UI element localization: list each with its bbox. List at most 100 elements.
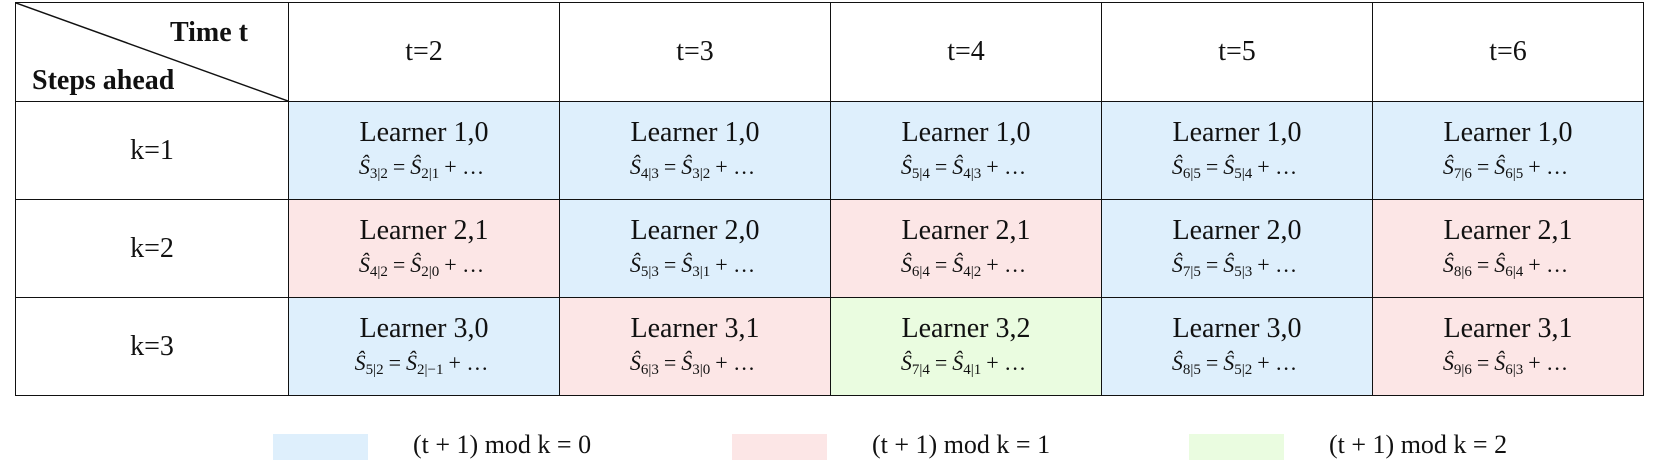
rhs-subscript: 2|0 xyxy=(421,264,440,280)
equals-sign: = xyxy=(934,154,948,179)
estimate-symbol: Ŝ xyxy=(952,154,964,179)
learner-label: Learner 1,0 xyxy=(901,117,1031,148)
legend-label: (t + 1) mod k = 1 xyxy=(872,430,1051,459)
estimate-symbol: Ŝ xyxy=(410,252,422,277)
estimate-symbol: Ŝ xyxy=(410,154,422,179)
legend-label: (t + 1) mod k = 2 xyxy=(1329,430,1508,459)
estimate-symbol: Ŝ xyxy=(1223,252,1235,277)
corner-header: Time t Steps ahead xyxy=(15,2,289,102)
recursion-formula: Ŝ7|4=Ŝ4|1+ … xyxy=(831,350,1101,379)
estimate-symbol: Ŝ xyxy=(1171,350,1183,375)
estimate-symbol: Ŝ xyxy=(681,350,693,375)
recursion-formula: Ŝ6|3=Ŝ3|0+ … xyxy=(560,350,830,379)
estimate-symbol: Ŝ xyxy=(952,252,964,277)
estimate-symbol: Ŝ xyxy=(1171,252,1183,277)
learner-label: Learner 2,0 xyxy=(1172,215,1302,246)
learner-schedule-table: Time t Steps ahead t=2 t=3 t=4 t=5 t=6 k… xyxy=(15,2,1644,396)
estimate-symbol: Ŝ xyxy=(952,350,964,375)
formula-tail: + … xyxy=(1257,350,1298,375)
rhs-subscript: 3|2 xyxy=(692,166,711,182)
lhs-subscript: 5|4 xyxy=(911,166,930,182)
rhs-subscript: 6|4 xyxy=(1505,264,1524,280)
column-header: t=5 xyxy=(1101,2,1373,102)
formula-tail: + … xyxy=(1257,154,1298,179)
estimate-symbol: Ŝ xyxy=(681,252,693,277)
learner-label: Learner 1,0 xyxy=(359,117,489,148)
estimate-symbol: Ŝ xyxy=(1223,154,1235,179)
formula-tail: + … xyxy=(986,154,1027,179)
formula-tail: + … xyxy=(715,252,756,277)
formula-tail: + … xyxy=(715,350,756,375)
lhs-subscript: 4|2 xyxy=(369,264,388,280)
estimate-symbol: Ŝ xyxy=(681,154,693,179)
recursion-formula: Ŝ5|2=Ŝ2|−1+ … xyxy=(289,350,559,379)
rhs-subscript: 5|4 xyxy=(1234,166,1253,182)
learner-label: Learner 2,1 xyxy=(901,215,1031,246)
column-header: t=2 xyxy=(288,2,560,102)
equals-sign: = xyxy=(1205,252,1219,277)
learner-label: Learner 3,0 xyxy=(1172,313,1302,344)
equals-sign: = xyxy=(663,154,677,179)
recursion-formula: Ŝ6|5=Ŝ5|4+ … xyxy=(1102,154,1372,183)
estimate-symbol: Ŝ xyxy=(900,350,912,375)
estimate-symbol: Ŝ xyxy=(629,350,641,375)
lhs-subscript: 9|6 xyxy=(1453,362,1472,378)
estimate-symbol: Ŝ xyxy=(629,252,641,277)
learner-label: Learner 1,0 xyxy=(630,117,760,148)
equals-sign: = xyxy=(1205,350,1219,375)
recursion-formula: Ŝ4|3=Ŝ3|2+ … xyxy=(560,154,830,183)
estimate-symbol: Ŝ xyxy=(354,350,366,375)
formula-tail: + … xyxy=(1528,252,1569,277)
equals-sign: = xyxy=(392,154,406,179)
lhs-subscript: 3|2 xyxy=(369,166,388,182)
formula-tail: + … xyxy=(715,154,756,179)
legend-swatch xyxy=(732,434,827,460)
recursion-formula: Ŝ5|3=Ŝ3|1+ … xyxy=(560,252,830,281)
equals-sign: = xyxy=(1476,154,1490,179)
estimate-symbol: Ŝ xyxy=(1494,154,1506,179)
row-header: k=2 xyxy=(15,199,289,298)
learner-label: Learner 2,1 xyxy=(359,215,489,246)
learner-label: Learner 3,0 xyxy=(359,313,489,344)
recursion-formula: Ŝ8|6=Ŝ6|4+ … xyxy=(1373,252,1643,281)
equals-sign: = xyxy=(1476,252,1490,277)
row-header: k=1 xyxy=(15,101,289,200)
estimate-symbol: Ŝ xyxy=(900,154,912,179)
estimate-symbol: Ŝ xyxy=(1494,350,1506,375)
lhs-subscript: 6|5 xyxy=(1182,166,1201,182)
formula-tail: + … xyxy=(448,350,489,375)
recursion-formula: Ŝ7|5=Ŝ5|3+ … xyxy=(1102,252,1372,281)
equals-sign: = xyxy=(934,350,948,375)
lhs-subscript: 7|4 xyxy=(911,362,930,378)
formula-tail: + … xyxy=(444,252,485,277)
estimate-symbol: Ŝ xyxy=(1494,252,1506,277)
rhs-subscript: 4|2 xyxy=(963,264,982,280)
equals-sign: = xyxy=(1205,154,1219,179)
estimate-symbol: Ŝ xyxy=(1223,350,1235,375)
equals-sign: = xyxy=(392,252,406,277)
estimate-symbol: Ŝ xyxy=(358,154,370,179)
formula-tail: + … xyxy=(1528,154,1569,179)
lhs-subscript: 7|5 xyxy=(1182,264,1201,280)
estimate-symbol: Ŝ xyxy=(1442,154,1454,179)
column-header: t=3 xyxy=(559,2,831,102)
lhs-subscript: 7|6 xyxy=(1453,166,1472,182)
estimate-symbol: Ŝ xyxy=(1442,252,1454,277)
recursion-formula: Ŝ6|4=Ŝ4|2+ … xyxy=(831,252,1101,281)
lhs-subscript: 6|3 xyxy=(640,362,659,378)
rhs-subscript: 4|1 xyxy=(963,362,982,378)
